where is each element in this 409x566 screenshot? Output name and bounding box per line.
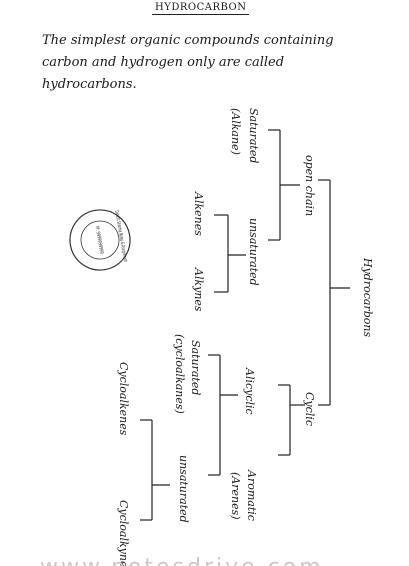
label-alkynes: Alkynes — [192, 267, 205, 312]
page-heading: HYDROCARBON — [152, 2, 250, 15]
definition-line-1: The simplest organic compounds containin… — [42, 33, 334, 48]
label-saturated: Saturated — [247, 108, 260, 163]
label-alkenes: Alkenes — [192, 191, 205, 236]
label-unsaturated-cyclic: unsaturated — [177, 455, 190, 523]
watermark: www.notesdrive.com — [40, 555, 324, 566]
label-cycloalkanes: (cycloalkanes) — [173, 334, 186, 414]
definition-line-3: hydrocarbons. — [42, 77, 137, 92]
label-cycloalkynes: Cycloalkynes — [117, 500, 130, 566]
definition-text: The simplest organic compounds containin… — [42, 30, 362, 96]
label-alkane: (Alkane) — [229, 108, 242, 155]
author-stamp: Dinesh Sharma Notes & Assignment M: 9999… — [69, 209, 131, 271]
definition-line-2: carbon and hydrogen only are called — [42, 55, 285, 70]
label-saturated-cyclic: Saturated — [189, 340, 202, 395]
tree-connectors — [140, 129, 350, 521]
label-hydrocarbons: Hydrocarbons — [361, 257, 374, 337]
label-aromatic: Aromatic — [245, 469, 258, 521]
stamp-phone: M: 9999999999 — [94, 226, 105, 255]
label-alicyclic: Alicyclic — [243, 367, 256, 415]
label-unsaturated: unsaturated — [247, 218, 260, 286]
label-arenes: (Arenes) — [229, 472, 242, 520]
label-cyclic: Cyclic — [303, 392, 316, 426]
label-open-chain: open chain — [303, 155, 316, 216]
stamp-name: Dinesh Sharma Notes & Assignment — [113, 210, 128, 262]
label-cycloalkenes: Cycloalkenes — [117, 362, 130, 436]
